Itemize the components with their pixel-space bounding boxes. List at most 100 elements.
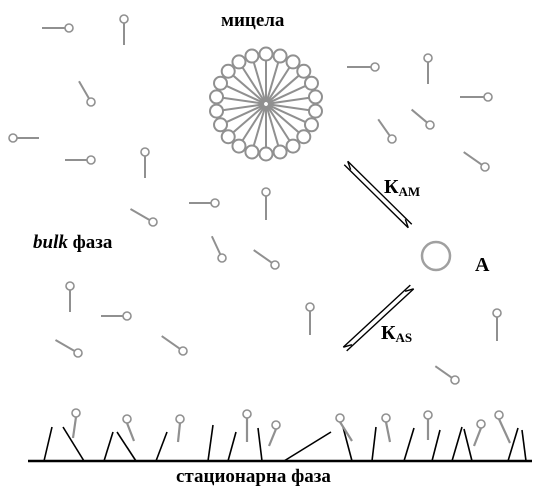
k-am-symbol: К [384,176,399,198]
surfactant-tail [55,340,74,351]
bonded-chain [44,427,52,461]
surfactant-tail [378,119,389,135]
micelle-tail [267,106,290,141]
bulk-italic-word: bulk [33,232,68,253]
micelle-head [214,118,227,131]
bonded-chain [228,432,236,461]
analyte-label: A [475,255,489,275]
adsorbed-tail [499,419,510,443]
micelle-head [222,130,235,143]
adsorbed-head [243,410,251,418]
micelle-head [260,148,273,161]
surfactant-tail [130,209,149,220]
surfactant-head [481,163,489,171]
micelle-head [287,55,300,68]
bonded-chain [372,427,376,461]
surfactant-tail [464,152,482,165]
bonded-chain [208,425,213,461]
surfactant-head [424,54,432,62]
adsorbed-head [424,411,432,419]
surfactant-tail [412,110,427,123]
bulk-phase-word: фаза [73,232,113,253]
adsorbed-head [272,421,280,429]
surfactant-head [388,135,396,143]
surfactant-head [87,156,95,164]
bulk-surfactant-molecules [9,15,501,384]
micelle-head [287,140,300,153]
adsorbed-head [382,414,390,422]
surfactant-head [9,134,17,142]
bonded-chain [464,429,472,461]
surfactant-head [493,309,501,317]
micelle-head [222,65,235,78]
micelle-head [210,90,223,103]
adsorbed-tail [178,423,180,442]
micelle-head [274,50,287,63]
micelle-figure [210,48,322,161]
stationary-phase-label: стационарна фаза [176,467,331,486]
adsorbed-head [495,411,503,419]
bonded-chain [258,428,262,461]
surfactant-head [271,261,279,269]
bonded-chain [284,432,331,461]
adsorbed-head [123,415,131,423]
surfactant-head [123,312,131,320]
surfactant-tail [212,236,220,254]
micelle-head [232,140,245,153]
surfactant-head [149,218,157,226]
adsorbed-head [336,414,344,422]
bonded-chain [156,432,167,461]
micelle-tail [267,67,290,102]
k-as-label: КAS [381,323,412,344]
micelle-head [232,55,245,68]
surfactant-head [306,303,314,311]
adsorbed-head [72,409,80,417]
adsorbed-head [176,415,184,423]
micelle-tail [242,67,265,102]
micelle-head [297,65,310,78]
adsorbed-tail [474,428,481,446]
micelle-label: мицела [221,11,284,30]
micelle-head [245,50,258,63]
surfactant-head [451,376,459,384]
micelle-tail [242,106,265,141]
surfactant-head [371,63,379,71]
stationary-phase-surface [28,409,532,461]
micelle-head [214,77,227,90]
surfactant-head [66,282,74,290]
surfactant-head [179,347,187,355]
bonded-chain [522,430,526,461]
surfactant-tail [435,366,451,377]
adsorbed-tail [386,422,390,442]
k-as-subscript: AS [396,330,413,345]
surfactant-head [120,15,128,23]
surfactant-head [65,24,73,32]
micelle-head [260,48,273,61]
analyte-circle [422,242,450,270]
bonded-chain [508,428,518,461]
k-am-label: КAM [384,177,420,198]
adsorbed-tail [269,429,276,446]
surfactant-head [87,98,95,106]
surfactant-tail [79,81,89,98]
surfactant-tail [254,250,272,263]
bonded-chain [404,428,414,461]
micelle-head [210,105,223,118]
surfactant-head [211,199,219,207]
adsorbed-tail [73,417,76,438]
surfactant-head [484,93,492,101]
k-as-symbol: К [381,322,396,344]
adsorbed-tail [127,423,134,441]
micelle-head [274,145,287,158]
surfactant-head [74,349,82,357]
surfactant-head [262,188,270,196]
bonded-chain [452,427,462,461]
bonded-chain [104,432,113,461]
k-am-subscript: AM [399,184,421,199]
micelle-head [245,145,258,158]
micelle-head [297,130,310,143]
bonded-chain [432,430,440,461]
bulk-phase-label: bulk фаза [33,233,112,252]
micelle-head [309,90,322,103]
surfactant-tail [162,336,180,349]
